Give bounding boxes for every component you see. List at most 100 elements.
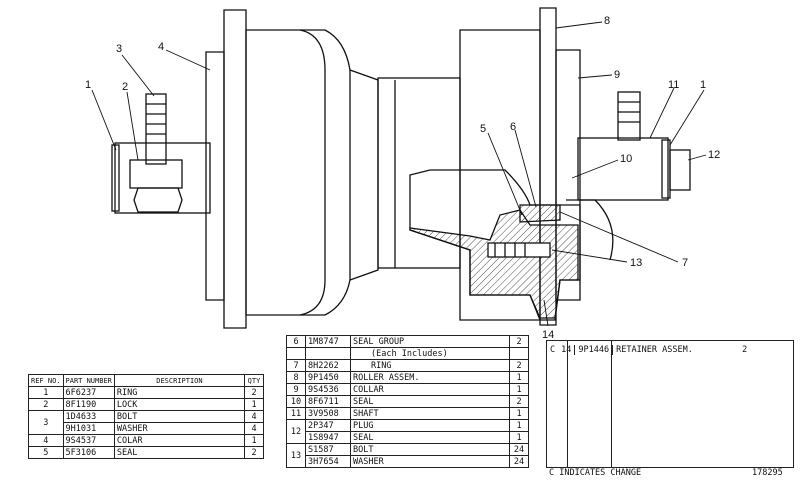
ref-cell: 12	[286, 419, 306, 444]
qty-cell	[509, 347, 529, 360]
part-cell: 3H7654	[305, 455, 351, 468]
desc-cell: PLUG	[350, 419, 510, 432]
desc-cell: SEAL GROUP	[350, 335, 510, 348]
callout-8: 8	[604, 15, 610, 27]
document-number: 178295	[752, 468, 783, 478]
part-cell: 2P347	[305, 419, 351, 432]
header-qty: QTY	[244, 374, 264, 387]
qty-cell: 2	[244, 446, 264, 459]
ref-cell: 14	[558, 345, 576, 355]
table-row: 1S8947 SEAL 1	[287, 431, 529, 444]
table-row: 3 1D4633 BOLT 4	[28, 410, 264, 435]
ref-cell: 5	[28, 446, 64, 459]
qty-cell: 1	[509, 371, 529, 384]
desc-cell: SEAL	[350, 395, 510, 408]
qty-cell: 1	[509, 383, 529, 396]
desc-cell: SEAL	[113, 446, 246, 459]
part-cell: 5F3106	[62, 446, 115, 459]
part-cell: 8F1190	[62, 398, 115, 411]
table-row: 5 5F3106 SEAL 2	[28, 446, 264, 459]
table-row: 8 9P1450 ROLLER ASSEM. 1	[286, 371, 529, 384]
bolt-head-left	[133, 187, 183, 213]
table-row: 6 1M8747 SEAL GROUP 2	[286, 335, 529, 348]
change-marker: C	[550, 345, 556, 355]
ref-cell: 6	[286, 335, 306, 348]
table-row: 2 8F1190 LOCK 1	[28, 398, 264, 411]
ref-cell: 10	[286, 395, 306, 408]
table-row: 4 9S4537 COLAR 1	[28, 434, 264, 447]
qty-cell: 2	[244, 386, 264, 399]
ref-cell: 8	[286, 371, 306, 384]
desc-cell: RING	[113, 386, 246, 399]
desc-cell: SHAFT	[350, 407, 510, 420]
callout-1: 1	[85, 79, 91, 91]
parts-table-2: 6 1M8747 SEAL GROUP 2 (Each Includes) 7 …	[286, 335, 529, 468]
part-cell: 1D4633	[62, 410, 115, 423]
ring-right	[661, 139, 671, 199]
desc-cell: BOLT	[350, 443, 510, 456]
table-row: 12 2P347 PLUG 1	[286, 419, 529, 444]
ref-cell: 9	[286, 383, 306, 396]
part-cell: 3V9508	[305, 407, 351, 420]
ref-cell: 1	[28, 386, 64, 399]
part-cell: 9P1450	[305, 371, 351, 384]
shaft-left-stub	[114, 142, 211, 214]
ref-cell	[286, 347, 306, 360]
bolt-right	[617, 91, 641, 141]
table-row: C 14 9P1446 RETAINER ASSEM. 2	[547, 345, 750, 355]
callout-2: 2	[122, 81, 128, 93]
ref-cell: 3	[28, 410, 64, 435]
ref-cell: 13	[286, 443, 306, 468]
parts-table-3: C 14 9P1446 RETAINER ASSEM. 2	[546, 340, 794, 468]
part-cell: 9P1446	[574, 345, 614, 355]
collar-left	[205, 51, 225, 301]
part-cell	[305, 347, 351, 360]
header-part: PART NUMBER	[62, 374, 115, 387]
inner-bolt	[487, 242, 551, 258]
change-footnote: C INDICATES CHANGE	[549, 468, 642, 478]
plug-right	[669, 149, 691, 191]
hatched-section	[409, 209, 579, 319]
part-cell: S1587	[305, 443, 351, 456]
qty-cell: 1	[509, 419, 529, 432]
parts-table-1: REF NO. PART NUMBER DESCRIPTION QTY 1 6F…	[28, 374, 264, 459]
table-row: 1 6F6237 RING 2	[28, 386, 264, 399]
qty-cell: 2	[509, 335, 529, 348]
desc-cell: RING	[350, 359, 510, 372]
table-row: 9H1031 WASHER 4	[29, 422, 264, 435]
desc-cell: COLAR	[113, 434, 246, 447]
flange-left	[223, 9, 247, 329]
callout-3: 3	[116, 43, 122, 55]
ref-cell: 2	[28, 398, 64, 411]
callout-9: 9	[614, 69, 620, 81]
callout-14: 14	[542, 329, 554, 341]
table-row: 3H7654 WASHER 24	[287, 455, 529, 468]
ref-cell: 11	[286, 407, 306, 420]
table-row: 9 9S4536 COLLAR 1	[286, 383, 529, 396]
desc-cell: BOLT	[113, 410, 246, 423]
callout-10: 10	[620, 153, 632, 165]
qty-cell: 24	[509, 455, 529, 468]
table-row: 10 8F6711 SEAL 2	[286, 395, 529, 408]
qty-cell: 2	[509, 395, 529, 408]
callout-4: 4	[158, 41, 164, 53]
desc-cell: SEAL	[350, 431, 510, 444]
qty-cell: 2	[509, 359, 529, 372]
qty-cell: 2	[742, 345, 748, 355]
qty-cell: 1	[509, 407, 529, 420]
ref-cell: 7	[286, 359, 306, 372]
seal-section	[519, 204, 561, 223]
header-description: DESCRIPTION	[113, 374, 246, 387]
table-row: 7 8H2262 RING 2	[286, 359, 529, 372]
desc-cell: COLLAR	[350, 383, 510, 396]
part-cell: 1M8747	[305, 335, 351, 348]
callout-12: 12	[708, 149, 720, 161]
roller-body	[245, 29, 379, 316]
qty-cell: 4	[244, 410, 264, 423]
ref-cell: 4	[28, 434, 64, 447]
callout-13: 13	[630, 257, 642, 269]
qty-cell: 1	[509, 431, 529, 444]
header-ref: REF NO.	[28, 374, 64, 387]
callout-1-right: 1	[700, 79, 706, 91]
